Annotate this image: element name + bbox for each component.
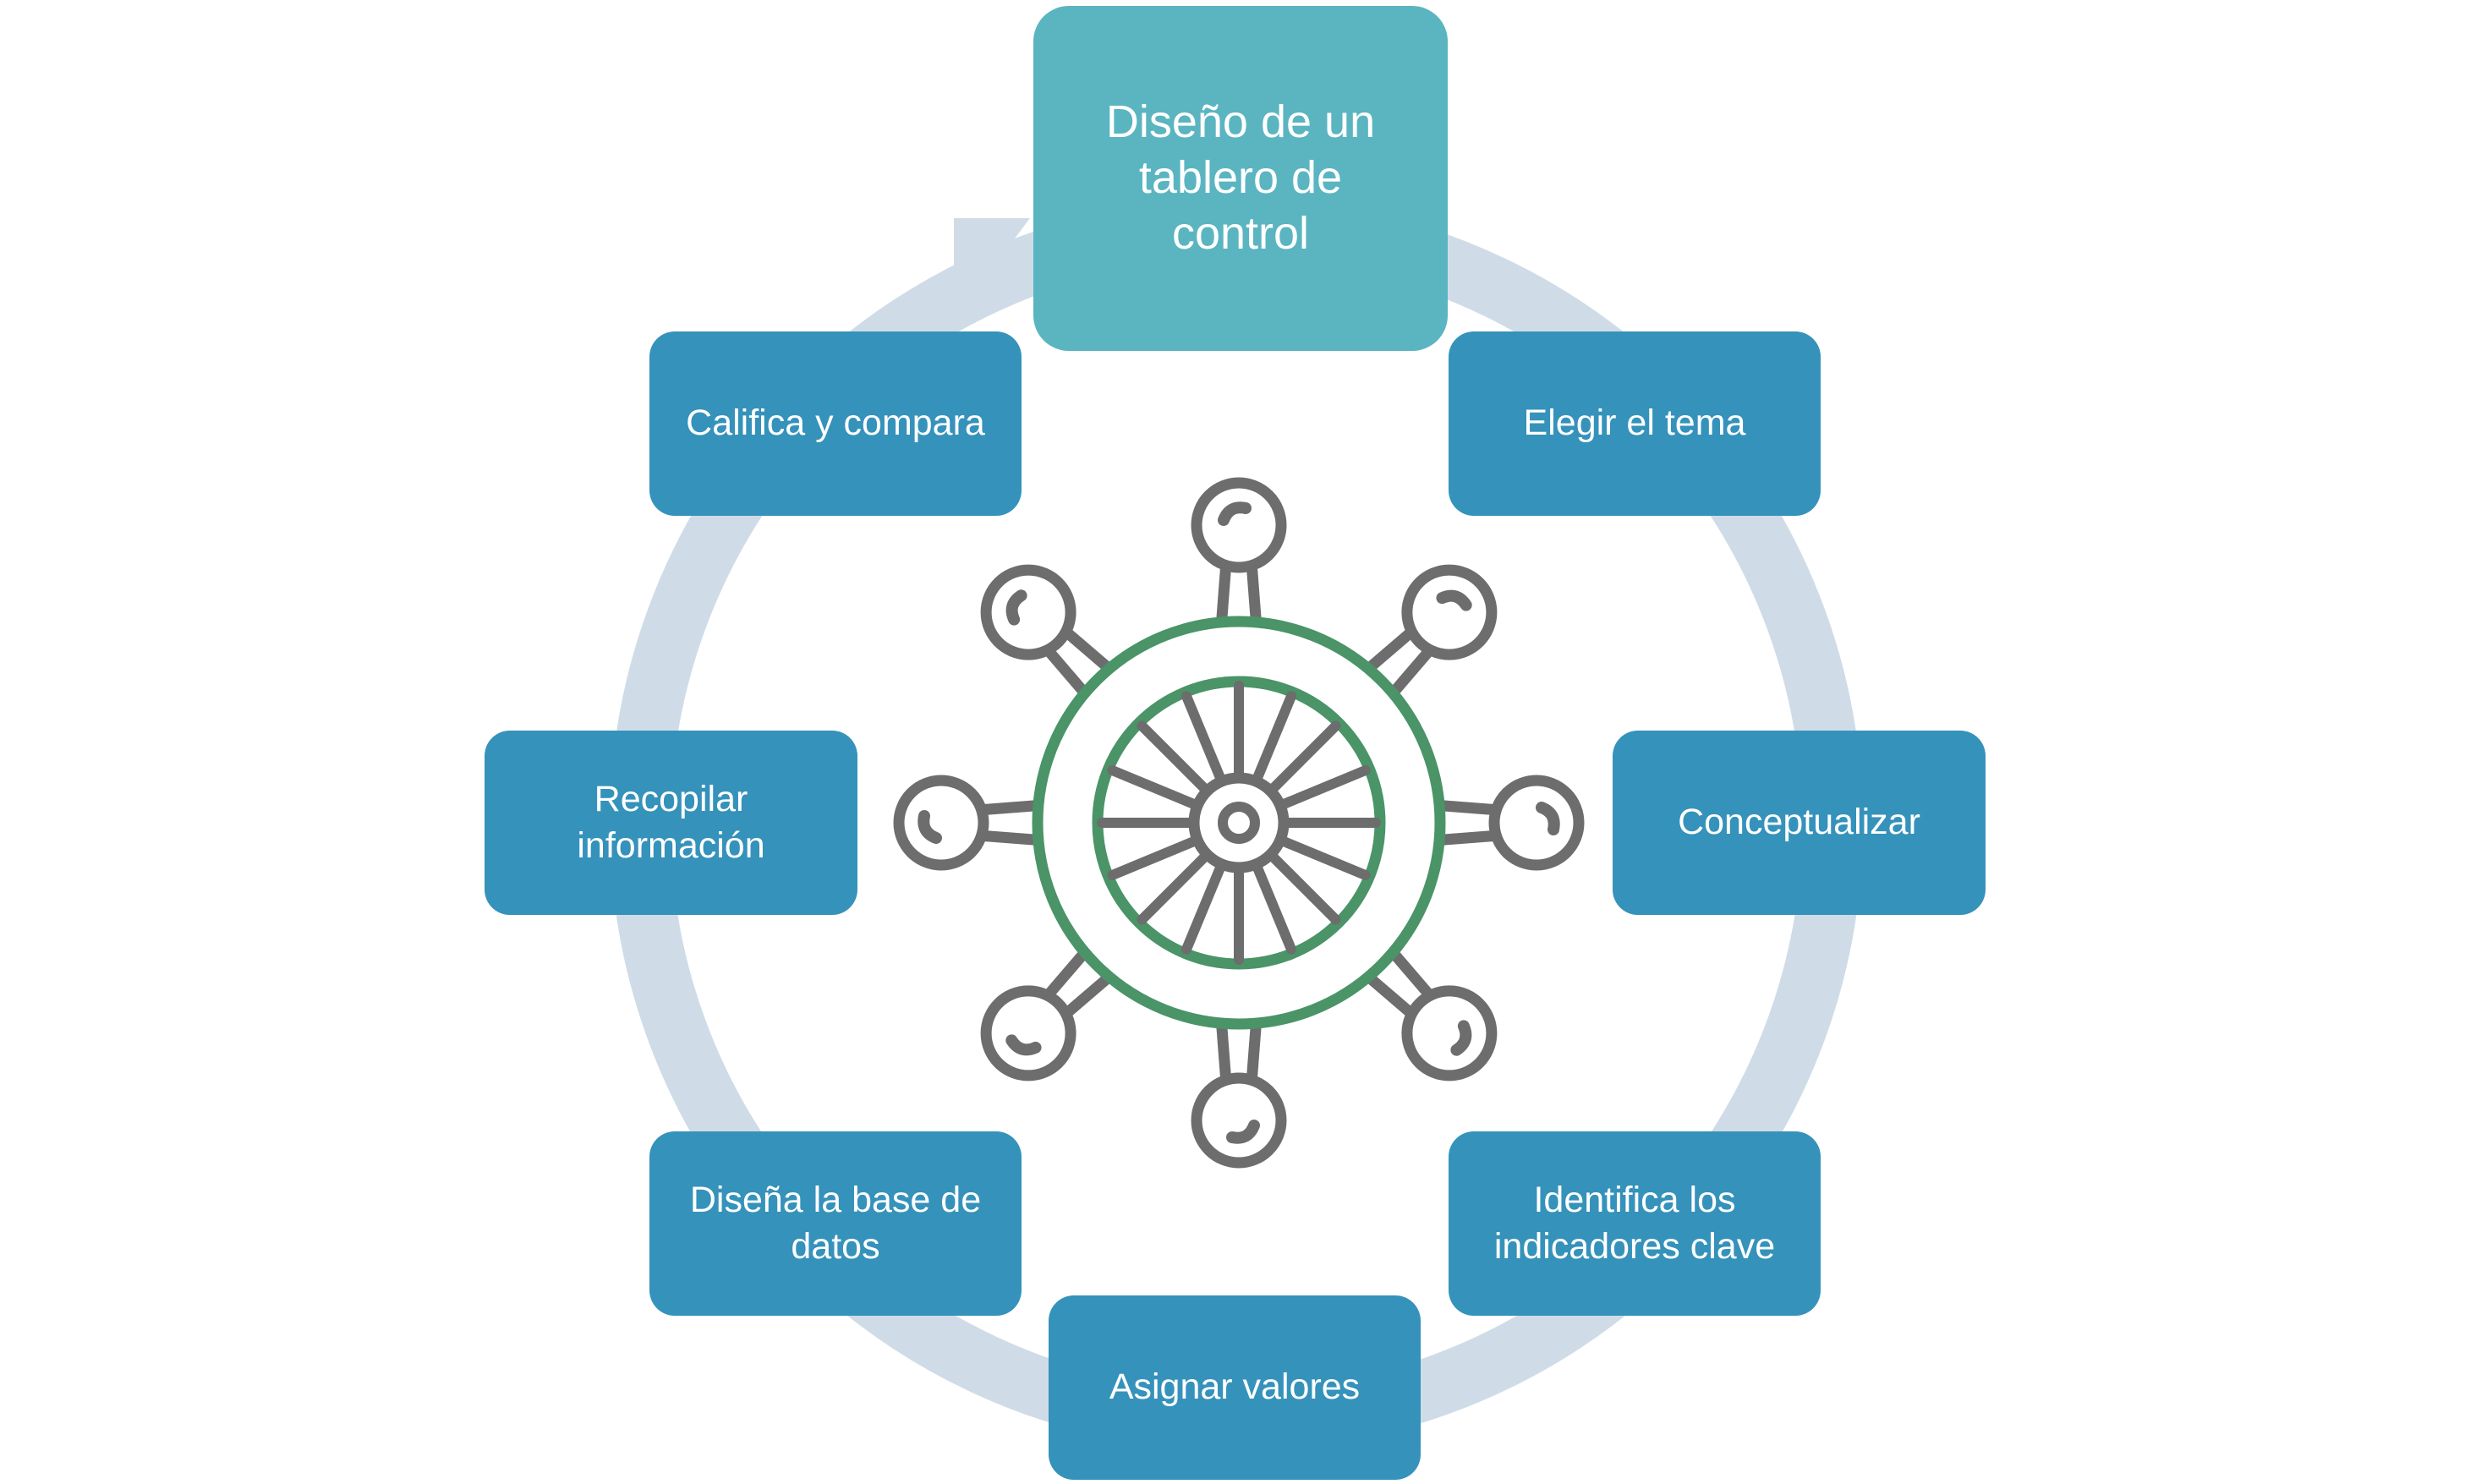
step-label: Califica y compara: [686, 402, 985, 444]
ship-wheel-icon: [893, 477, 1585, 1169]
wheel-spokes: [1097, 681, 1381, 965]
step-asignar-valores: Asignar valores: [1049, 1295, 1421, 1480]
step-label: Identifica los indicadores clave: [1493, 1179, 1776, 1267]
step-califica-compara: Califica y compara: [649, 331, 1022, 516]
center-title-box: Diseño de un tablero de control: [1033, 6, 1448, 351]
step-label: Conceptualizar: [1678, 802, 1920, 843]
step-elegir-el-tema: Elegir el tema: [1449, 331, 1821, 516]
wheel-handle: [980, 564, 1111, 695]
wheel-handle: [1191, 477, 1287, 623]
wheel-handle: [1367, 950, 1498, 1082]
step-label: Recopilar información: [577, 778, 765, 866]
step-label: Asignar valores: [1109, 1366, 1361, 1408]
center-title: Diseño de un tablero de control: [1105, 96, 1376, 259]
step-label: Elegir el tema: [1523, 402, 1746, 444]
step-disena-base-datos: Diseña la base de datos: [649, 1131, 1022, 1316]
step-label: Diseña la base de datos: [689, 1179, 982, 1267]
wheel-hub-center: [1218, 802, 1260, 844]
wheel-handle: [893, 775, 1039, 871]
cycle-arrowhead-icon: [954, 218, 1030, 320]
wheel-handle: [1438, 775, 1585, 871]
step-recopilar-informacion: Recopilar información: [485, 731, 857, 915]
wheel-handle: [1191, 1022, 1287, 1169]
wheel-handle: [980, 950, 1111, 1082]
step-conceptualizar: Conceptualizar: [1613, 731, 1986, 915]
step-identifica-indicadores: Identifica los indicadores clave: [1449, 1131, 1821, 1316]
wheel-handle: [1367, 564, 1498, 695]
